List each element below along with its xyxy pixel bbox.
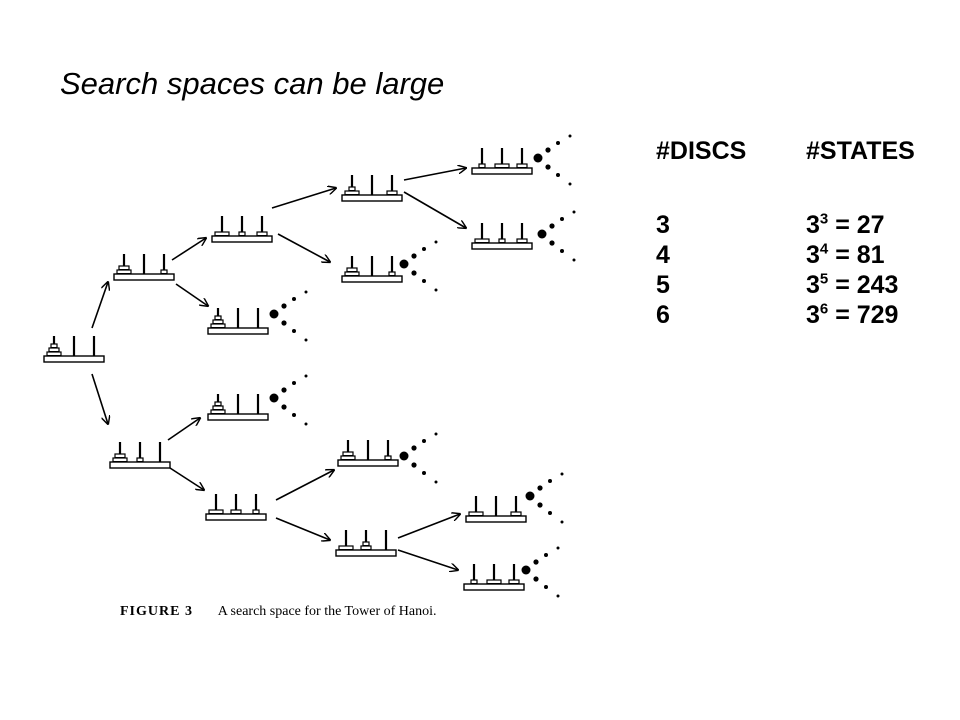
figure-caption-label: FIGURE 3	[120, 604, 193, 619]
states-result: = 729	[828, 301, 899, 329]
transition-arrow	[171, 238, 206, 261]
discs-value: 3	[656, 211, 670, 239]
transition-arrow	[91, 373, 108, 424]
discs-value: 4	[656, 241, 670, 269]
transition-arrow	[175, 283, 208, 306]
transition-arrow	[403, 191, 466, 228]
hanoi-state-node	[43, 336, 105, 363]
states-result: = 81	[828, 241, 885, 269]
continuation-dots	[521, 546, 560, 598]
states-value: 36 = 729	[806, 301, 898, 330]
hanoi-state-node	[465, 496, 527, 523]
hanoi-state-node	[211, 216, 273, 243]
transition-arrow	[403, 168, 466, 181]
header-discs: #DISCS	[656, 137, 747, 165]
states-result: = 27	[828, 211, 885, 239]
hanoi-state-node	[341, 175, 403, 202]
continuation-dots	[399, 432, 438, 484]
states-exponent: 6	[819, 300, 829, 318]
hanoi-state-node	[471, 148, 533, 175]
transition-arrow	[91, 282, 108, 329]
transition-arrow	[167, 418, 200, 441]
states-value: 35 = 243	[806, 271, 898, 300]
hanoi-state-node	[205, 494, 267, 521]
hanoi-state-node	[471, 223, 533, 250]
continuation-dots	[399, 240, 438, 292]
continuation-dots	[537, 210, 576, 262]
continuation-dots	[525, 472, 564, 524]
hanoi-state-node	[337, 440, 399, 467]
hanoi-state-node	[207, 394, 269, 421]
transition-arrow	[397, 514, 460, 539]
hanoi-state-node	[335, 530, 397, 557]
discs-value: 6	[656, 301, 670, 329]
states-base: 3	[806, 301, 820, 329]
states-value: 34 = 81	[806, 241, 885, 270]
transition-arrow	[275, 517, 330, 540]
transition-arrow	[275, 470, 334, 501]
discs-value: 5	[656, 271, 670, 299]
states-base: 3	[806, 271, 820, 299]
states-base: 3	[806, 211, 820, 239]
transition-arrow	[277, 233, 330, 262]
hanoi-state-node	[463, 564, 525, 591]
header-states: #STATES	[806, 137, 915, 165]
states-exponent: 5	[819, 270, 829, 288]
states-result: = 243	[828, 271, 899, 299]
transition-arrow	[397, 549, 458, 570]
continuation-dots	[269, 290, 308, 342]
hanoi-state-node	[207, 308, 269, 335]
figure-caption: FIGURE 3 A search space for the Tower of…	[120, 604, 436, 620]
states-value: 33 = 27	[806, 211, 885, 240]
slide-title: Search spaces can be large	[60, 66, 445, 101]
figure-caption-text: A search space for the Tower of Hanoi.	[217, 604, 437, 619]
hanoi-state-node	[341, 256, 403, 283]
states-exponent: 4	[819, 240, 829, 258]
continuation-dots	[269, 374, 308, 426]
hanoi-state-node	[113, 254, 175, 281]
states-exponent: 3	[819, 210, 829, 228]
hanoi-state-node	[109, 442, 171, 469]
continuation-dots	[533, 134, 572, 186]
states-base: 3	[806, 241, 820, 269]
transition-arrow	[271, 188, 336, 209]
transition-arrow	[169, 467, 204, 490]
